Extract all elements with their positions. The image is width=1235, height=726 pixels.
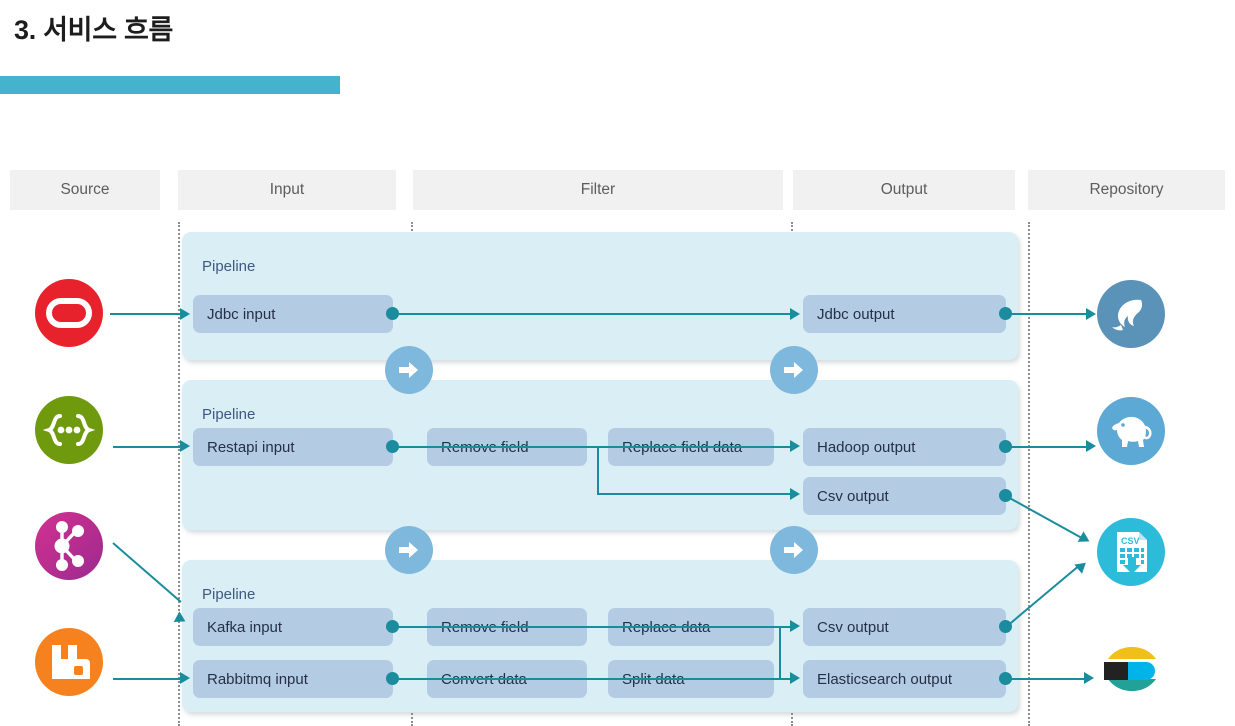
arrow-to-csv-repo-lower [1074, 558, 1090, 574]
arrow-right-icon [784, 542, 803, 558]
kafka-icon [54, 521, 84, 571]
oracle-icon [46, 298, 92, 328]
arrow-to-hadoop-repo [1086, 440, 1096, 452]
restapi-icon [43, 414, 95, 446]
arrow-to-csv-repo-upper [1077, 531, 1093, 547]
arrow-source-to-rabbitmq-input [180, 672, 190, 684]
node-kafka-input[interactable]: Kafka input [193, 608, 393, 646]
connector-dot-elasticsearch-output [999, 672, 1012, 685]
elasticsearch-icon [1104, 646, 1156, 692]
wire-filter-chain-3a [392, 626, 790, 628]
wire-branch-down-3 [779, 626, 781, 678]
source-icon-kafka[interactable] [35, 512, 103, 580]
column-header-source: Source [10, 170, 160, 210]
node-jdbc-input[interactable]: Jdbc input [193, 295, 393, 333]
stage-arrow-filter-output-1[interactable] [770, 346, 818, 394]
wire-filter-chain-2 [392, 446, 790, 448]
rabbitmq-icon [52, 645, 90, 679]
arrow-right-icon [399, 362, 418, 378]
stage-arrow-filter-output-2[interactable] [770, 526, 818, 574]
wire-oracle-to-input [110, 313, 182, 315]
node-restapi-input[interactable]: Restapi input [193, 428, 393, 466]
arrow-to-hadoop-output [790, 440, 800, 452]
svg-text:CSV: CSV [1121, 536, 1140, 546]
mysql-dolphin-icon [1112, 299, 1143, 331]
arrow-source-to-restapi-input [180, 440, 190, 452]
arrow-to-csv-output-2 [790, 488, 800, 500]
pipeline-label: Pipeline [202, 586, 256, 603]
arrow-to-elasticsearch-repo [1084, 672, 1094, 684]
repository-icon-hadoop[interactable] [1097, 397, 1165, 465]
source-icon-oracle[interactable] [35, 279, 103, 347]
source-icon-restapi[interactable] [35, 396, 103, 464]
pipeline-label: Pipeline [202, 406, 256, 423]
wire-es-to-repo [1006, 678, 1086, 680]
node-rabbitmq-input[interactable]: Rabbitmq input [193, 660, 393, 698]
node-csv-output-2[interactable]: Csv output [803, 477, 1006, 515]
title-underline-bar [0, 76, 340, 94]
wire-hadoop-to-repo [1006, 446, 1088, 448]
csv-file-icon: CSV [1117, 532, 1147, 574]
page-title: 3. 서비스 흐름 [14, 15, 174, 45]
stage-arrow-input-filter-2[interactable] [385, 526, 433, 574]
wire-kafka-to-input [112, 542, 182, 603]
arrow-to-jdbc-output [790, 308, 800, 320]
connector-dot-jdbc-output [999, 307, 1012, 320]
connector-dot-hadoop-output [999, 440, 1012, 453]
hadoop-elephant-icon [1112, 416, 1152, 447]
arrow-right-icon [784, 362, 803, 378]
wire-branch-to-csv-2 [597, 493, 791, 495]
pipeline-label: Pipeline [202, 258, 256, 275]
wire-restapi-to-input [113, 446, 182, 448]
stage-arrow-input-filter-1[interactable] [385, 346, 433, 394]
repository-icon-mysql[interactable] [1097, 280, 1165, 348]
arrow-to-mysql [1086, 308, 1096, 320]
divider-input-filter [178, 222, 180, 726]
node-elasticsearch-output[interactable]: Elasticsearch output [803, 660, 1006, 698]
repository-icon-csv[interactable]: CSV [1097, 518, 1165, 586]
wire-filter-chain-3b [392, 678, 790, 680]
node-jdbc-output[interactable]: Jdbc output [803, 295, 1006, 333]
arrow-to-elasticsearch-output [790, 672, 800, 684]
source-icon-rabbitmq[interactable] [35, 628, 103, 696]
arrow-to-csv-output-3 [790, 620, 800, 632]
column-header-filter: Filter [413, 170, 783, 210]
column-header-output: Output [793, 170, 1015, 210]
wire-output-to-mysql [1006, 313, 1088, 315]
column-header-repository: Repository [1028, 170, 1225, 210]
wire-rabbitmq-to-input [113, 678, 182, 680]
arrow-right-icon [399, 542, 418, 558]
wire-branch-down-2 [597, 446, 599, 494]
arrow-source-to-jdbc-input [180, 308, 190, 320]
wire-input-to-output-1 [392, 313, 790, 315]
node-csv-output-3[interactable]: Csv output [803, 608, 1006, 646]
divider-output-repository [1028, 222, 1030, 726]
repository-icon-elasticsearch[interactable] [1097, 634, 1165, 702]
column-header-input: Input [178, 170, 396, 210]
node-hadoop-output[interactable]: Hadoop output [803, 428, 1006, 466]
